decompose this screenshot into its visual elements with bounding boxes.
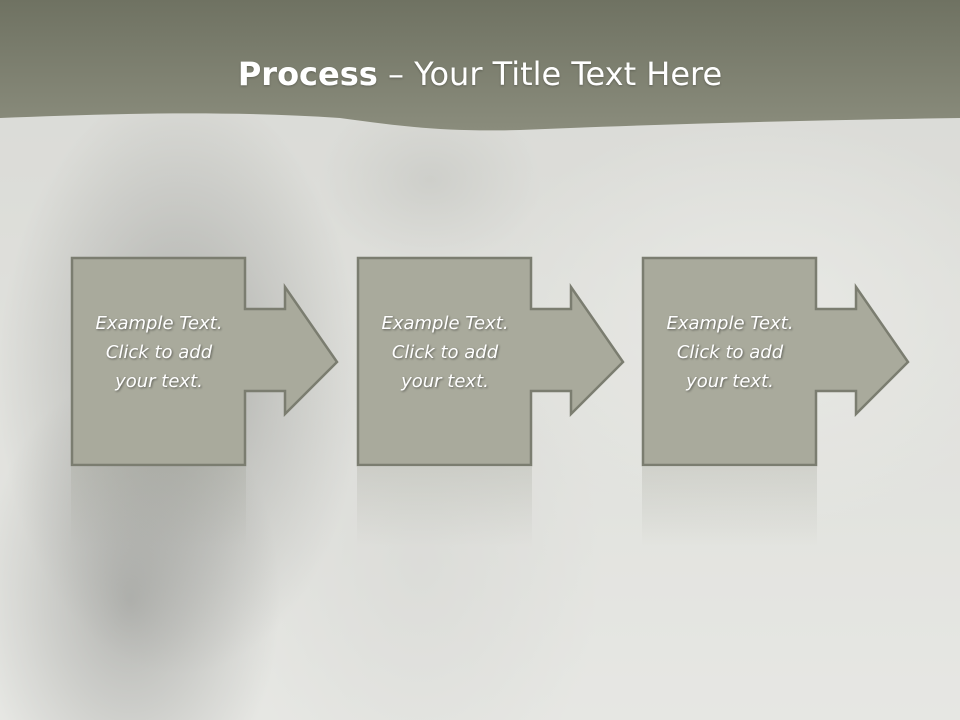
step-line-1: Example Text. <box>381 313 509 334</box>
step-line-2: Click to add <box>105 342 213 363</box>
step-line-1: Example Text. <box>95 313 223 334</box>
step-line-1: Example Text. <box>666 313 794 334</box>
process-step-3[interactable]: Example Text. Click to add your text. <box>641 256 912 547</box>
right-arrow-icon <box>641 256 910 467</box>
step-text[interactable]: Example Text. Click to add your text. <box>359 309 531 396</box>
step-text[interactable]: Example Text. Click to add your text. <box>73 309 245 396</box>
step-text[interactable]: Example Text. Click to add your text. <box>644 309 816 396</box>
step-line-2: Click to add <box>391 342 499 363</box>
title-separator: – <box>377 55 415 93</box>
step-reflection <box>357 467 532 547</box>
title-banner <box>0 0 960 131</box>
right-arrow-icon <box>356 256 625 467</box>
title-rest: Your Title Text Here <box>414 55 723 93</box>
step-line-3: your text. <box>401 371 489 392</box>
step-line-2: Click to add <box>676 342 784 363</box>
process-step-2[interactable]: Example Text. Click to add your text. <box>356 256 627 547</box>
process-step-1[interactable]: Example Text. Click to add your text. <box>70 256 341 547</box>
step-line-3: your text. <box>115 371 203 392</box>
title-bold: Process <box>237 55 378 93</box>
step-reflection <box>71 467 246 547</box>
right-arrow-icon <box>70 256 339 467</box>
slide-title[interactable]: Process – Your Title Text Here <box>0 52 960 96</box>
step-reflection <box>642 467 817 547</box>
step-line-3: your text. <box>686 371 774 392</box>
